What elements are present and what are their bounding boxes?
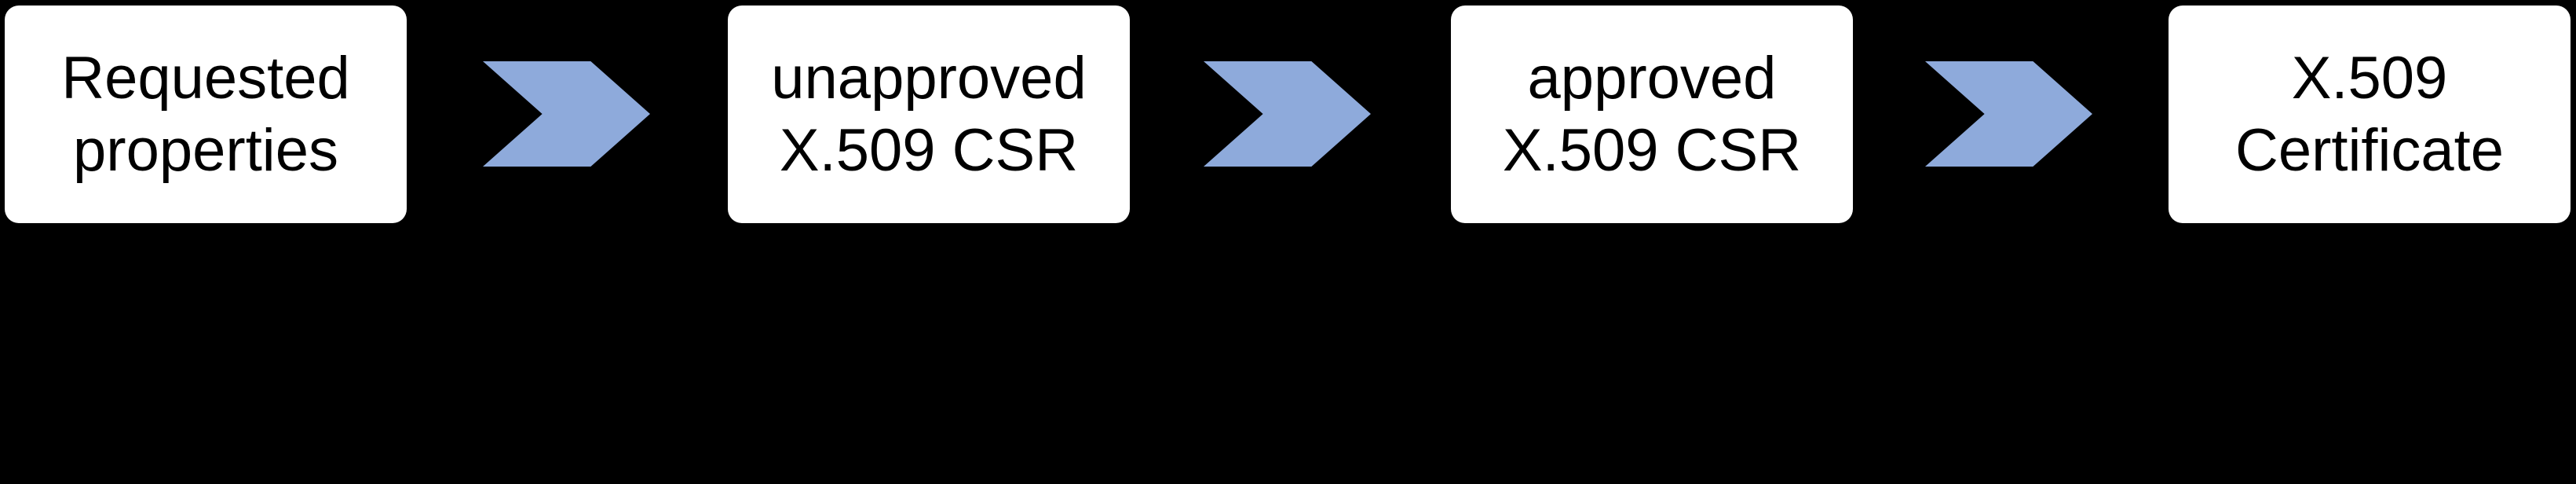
step-box-approved-csr: approved X.509 CSR (1451, 6, 1853, 223)
chevron-right-icon (1925, 61, 2092, 167)
step-label-line: X.509 CSR (1502, 116, 1802, 184)
step-label-unapproved-csr: unapproved X.509 CSR (771, 42, 1086, 187)
chevron-right-icon (1204, 61, 1371, 167)
chevron-right-icon (483, 61, 650, 167)
step-label-line: X.509 (2291, 44, 2448, 112)
step-label-line: Certificate (2234, 116, 2505, 184)
step-label-line: X.509 CSR (779, 116, 1079, 184)
step-box-x509-certificate: X.509 Certificate (2169, 6, 2571, 223)
step-box-requested-properties: Requested properties (5, 6, 407, 223)
step-label-x509-certificate: X.509 Certificate (2235, 42, 2504, 187)
step-box-unapproved-csr: unapproved X.509 CSR (728, 6, 1130, 223)
step-label-line: Requested (61, 44, 350, 112)
step-label-line: approved (1527, 44, 1777, 112)
step-label-line: unapproved (771, 44, 1087, 112)
step-label-line: properties (73, 116, 338, 184)
step-label-approved-csr: approved X.509 CSR (1503, 42, 1801, 187)
step-label-requested-properties: Requested properties (61, 42, 350, 187)
